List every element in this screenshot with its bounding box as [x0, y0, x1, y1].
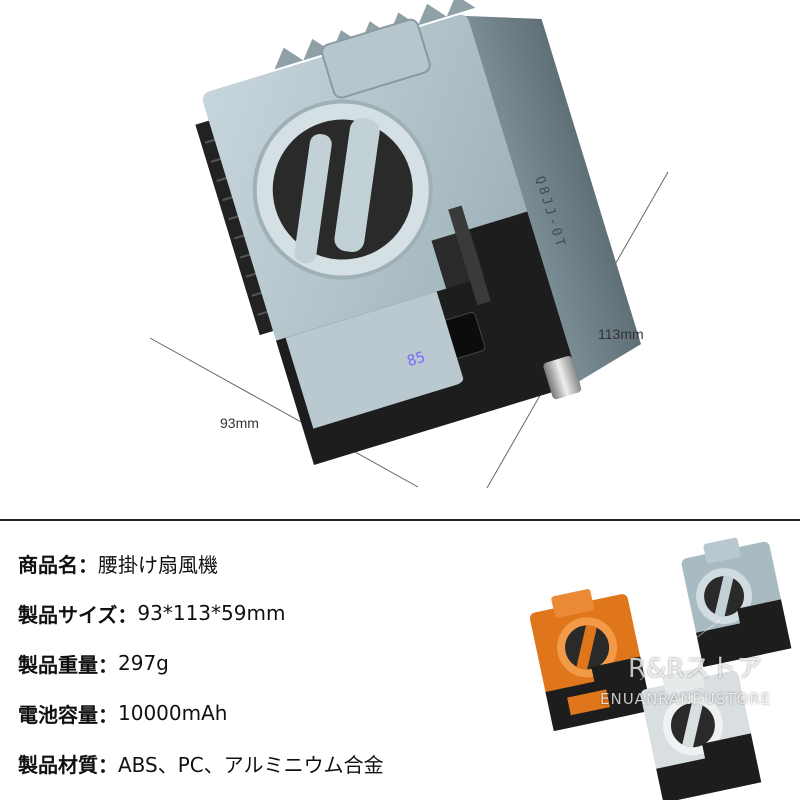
spec-row-size: 製品サイズ： 93*113*59mm: [18, 588, 538, 638]
spec-value: 10000mAh: [118, 701, 228, 725]
variant-white-fan: [640, 667, 762, 800]
spec-row-battery: 電池容量： 10000mAh: [18, 688, 538, 738]
spec-row-product-name: 商品名： 腰掛け扇風機: [18, 538, 538, 588]
product-main-image: Q8JJ-0T: [149, 0, 669, 489]
height-dimension-label: 113mm: [598, 326, 644, 342]
spec-value: 297g: [118, 651, 169, 675]
spec-row-material: 製品材質： ABS、PC、アルミニウム合金: [18, 738, 538, 788]
watermark-shop-name: R&Rストア: [628, 654, 763, 684]
spec-value: 腰掛け扇風機: [98, 552, 218, 577]
section-divider: [0, 519, 800, 521]
spec-label: 製品サイズ：: [18, 602, 138, 627]
spec-label: 製品重量：: [18, 652, 118, 677]
watermark-shop-subtitle: ENUANRANRUSTORE: [600, 690, 772, 708]
color-variants-image: [529, 537, 792, 800]
spec-value: 93*113*59mm: [137, 601, 286, 625]
variant-grey-fan: [681, 537, 792, 668]
spec-label: 商品名：: [18, 552, 98, 577]
spec-row-weight: 製品重量： 297g: [18, 638, 538, 688]
width-dimension-label: 93mm: [220, 415, 259, 431]
spec-label: 電池容量：: [18, 702, 118, 727]
spec-list: 商品名： 腰掛け扇風機 製品サイズ： 93*113*59mm 製品重量： 297…: [18, 538, 538, 788]
width-dimension-line: [149, 337, 419, 488]
spec-value: ABS、PC、アルミニウム合金: [118, 752, 384, 777]
spec-label: 製品材質：: [18, 752, 118, 777]
variant-orange-fan: [529, 589, 652, 732]
